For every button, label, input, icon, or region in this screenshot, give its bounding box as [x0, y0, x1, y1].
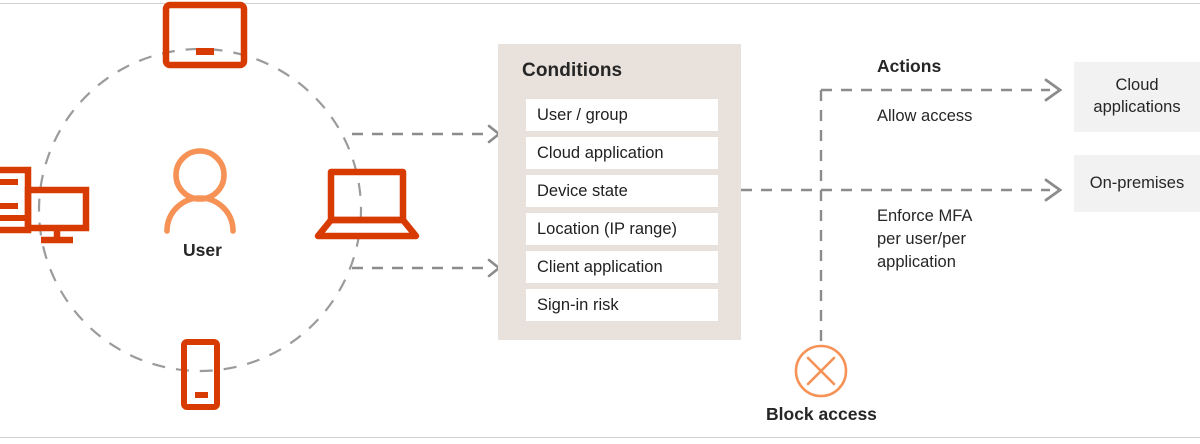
laptop-icon	[314, 168, 420, 240]
phone-icon	[181, 339, 220, 410]
action-enforce-mfa-label: Enforce MFA per user/per application	[877, 207, 973, 271]
device-perimeter-circle	[37, 47, 363, 373]
connector-arrowheads-targets	[1044, 78, 1063, 202]
user-person-icon	[164, 148, 236, 234]
user-label: User	[183, 240, 222, 260]
bottom-divider	[0, 437, 1200, 438]
server-tower-slots	[0, 179, 28, 221]
actions-title: Actions	[877, 56, 942, 76]
condition-item-device-state[interactable]: Device state	[526, 175, 718, 207]
target-on-premises[interactable]: On-premises	[1074, 155, 1200, 212]
conditions-panel: Conditions User / group Cloud applicatio…	[498, 44, 741, 340]
condition-item-location-ip-range[interactable]: Location (IP range)	[526, 213, 718, 245]
top-divider	[0, 3, 1200, 4]
block-access-icon	[794, 344, 848, 398]
desktop-server-icon	[0, 166, 90, 244]
condition-item-sign-in-risk[interactable]: Sign-in risk	[526, 289, 718, 321]
conditions-title: Conditions	[522, 60, 623, 81]
connector-user-to-conditions	[352, 132, 492, 270]
conditions-list: User / group Cloud application Device st…	[526, 99, 718, 327]
condition-item-client-application[interactable]: Client application	[526, 251, 718, 283]
condition-item-cloud-application[interactable]: Cloud application	[526, 137, 718, 169]
target-cloud-applications[interactable]: Cloud applications	[1074, 62, 1200, 132]
connector-conditions-to-actions	[741, 88, 1050, 345]
action-block-access-label: Block access	[766, 404, 877, 424]
action-allow-access-label: Allow access	[877, 107, 973, 125]
condition-item-user-group[interactable]: User / group	[526, 99, 718, 131]
tablet-icon	[162, 1, 248, 69]
